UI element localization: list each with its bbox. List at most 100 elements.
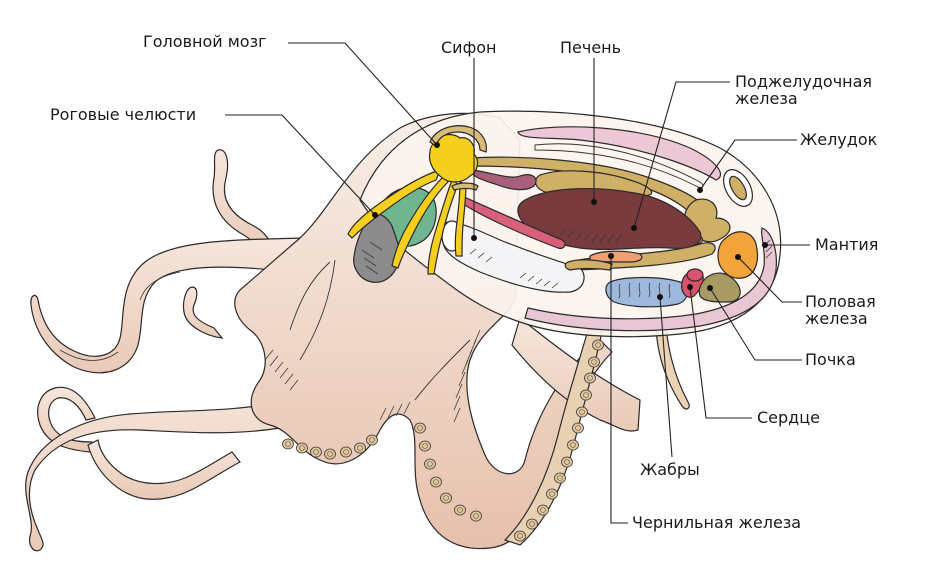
label-gills: Жабры [640, 294, 700, 479]
anchor-dot-heart [687, 284, 693, 290]
sucker [310, 446, 322, 458]
label-brain: Головной мозг [143, 32, 440, 148]
label-stomach: Желудок [697, 130, 878, 193]
label-mantle: Мантия [762, 235, 878, 254]
anchor-dot-siphon [471, 235, 477, 241]
sucker [588, 356, 600, 368]
anchor-dot-mantle [762, 242, 768, 248]
sucker [354, 442, 366, 454]
octopus-body [234, 112, 690, 550]
label-text-pancreas: железа [735, 89, 798, 108]
label-text-gonad: железа [805, 309, 868, 328]
label-heart: Сердце [687, 284, 820, 427]
label-kidney: Почка [707, 285, 856, 369]
tentacle-loop [87, 439, 241, 500]
sucker [340, 446, 352, 458]
leader-line-brain [288, 42, 438, 146]
sucker-ring [579, 409, 585, 415]
sucker-ring [549, 491, 555, 497]
sucker-ring [357, 445, 363, 451]
sucker [296, 442, 308, 454]
sucker-ring [343, 449, 349, 455]
anchor-dot-pancreas [631, 225, 637, 231]
head-structures [347, 125, 487, 283]
sucker [580, 389, 592, 401]
sucker [514, 530, 526, 542]
horny-jaws [353, 213, 400, 283]
label-text-liver: Печень [560, 38, 621, 57]
gills [605, 276, 688, 308]
tentacle-small-mid [182, 286, 224, 339]
label-siphon: Сифон [441, 38, 497, 241]
label-text-siphon: Сифон [441, 38, 497, 57]
sucker [561, 456, 573, 468]
sucker-ring [427, 461, 433, 467]
optic-lobe-fragment [451, 182, 479, 191]
anchor-dot-gills [657, 294, 663, 300]
anchor-dot-gonad [735, 254, 741, 260]
sucker-ring [299, 445, 305, 451]
anchor-dot-kidney [707, 285, 713, 291]
sucker [576, 406, 588, 418]
sucker-ring [564, 459, 570, 465]
sucker-ring [433, 479, 439, 485]
sucker [366, 434, 378, 446]
label-text-ink-gland: Чернильная железа [632, 513, 801, 532]
nerve-cord-4 [454, 181, 467, 257]
label-text-mantle: Мантия [815, 235, 878, 254]
leader-line-kidney [709, 287, 802, 361]
leader-line-pancreas [633, 81, 730, 229]
sucker-ring [313, 449, 319, 455]
leader-line-gonad [737, 256, 802, 303]
sucker-ring [583, 392, 589, 398]
nerve-cord-2 [391, 175, 449, 269]
sucker [440, 492, 452, 504]
tentacle-left-wavy [30, 237, 301, 374]
sucker [414, 422, 426, 434]
sucker [567, 439, 579, 451]
sucker [430, 476, 442, 488]
sucker [419, 440, 431, 452]
cranial-cartilage [429, 125, 487, 153]
sucker-ring [595, 342, 601, 348]
sucker-ring [570, 442, 576, 448]
mantle-upper-stripe [517, 126, 722, 181]
crop-gland [471, 169, 537, 191]
sucker-ring [422, 443, 428, 449]
sucker-ring [517, 533, 523, 539]
sucker [282, 438, 294, 450]
sucker [592, 339, 604, 351]
anchor-dot-ink-gland [608, 253, 614, 259]
label-ink-gland: Чернильная железа [608, 253, 801, 532]
rectum [564, 259, 613, 271]
sucker-ring [575, 425, 581, 431]
sucker [424, 458, 436, 470]
sucker-ring [473, 513, 479, 519]
brain [428, 133, 479, 183]
sucker [537, 504, 549, 516]
sucker-ring [529, 521, 535, 527]
heart-auricle [686, 268, 704, 282]
sucker-ring [457, 507, 463, 513]
anchor-dot-jaws [372, 212, 378, 218]
sucker-ring [557, 475, 563, 481]
leader-line-gills [659, 296, 673, 458]
sucker-ring [369, 437, 375, 443]
sucker [584, 372, 596, 384]
nerve-cords [347, 169, 442, 239]
sucker [454, 504, 466, 516]
posterior-salivary-inner [729, 175, 747, 201]
sucker [546, 488, 558, 500]
anchor-dot-brain [434, 142, 440, 148]
sucker-ring [587, 375, 593, 381]
suckers [282, 339, 604, 542]
label-text-kidney: Почка [805, 350, 856, 369]
nerve-cord-3 [427, 179, 459, 275]
label-text-jaws: Роговые челюсти [50, 105, 196, 124]
label-liver: Печень [560, 38, 621, 205]
label-text-brain: Головной мозг [143, 32, 267, 51]
sucker [554, 472, 566, 484]
